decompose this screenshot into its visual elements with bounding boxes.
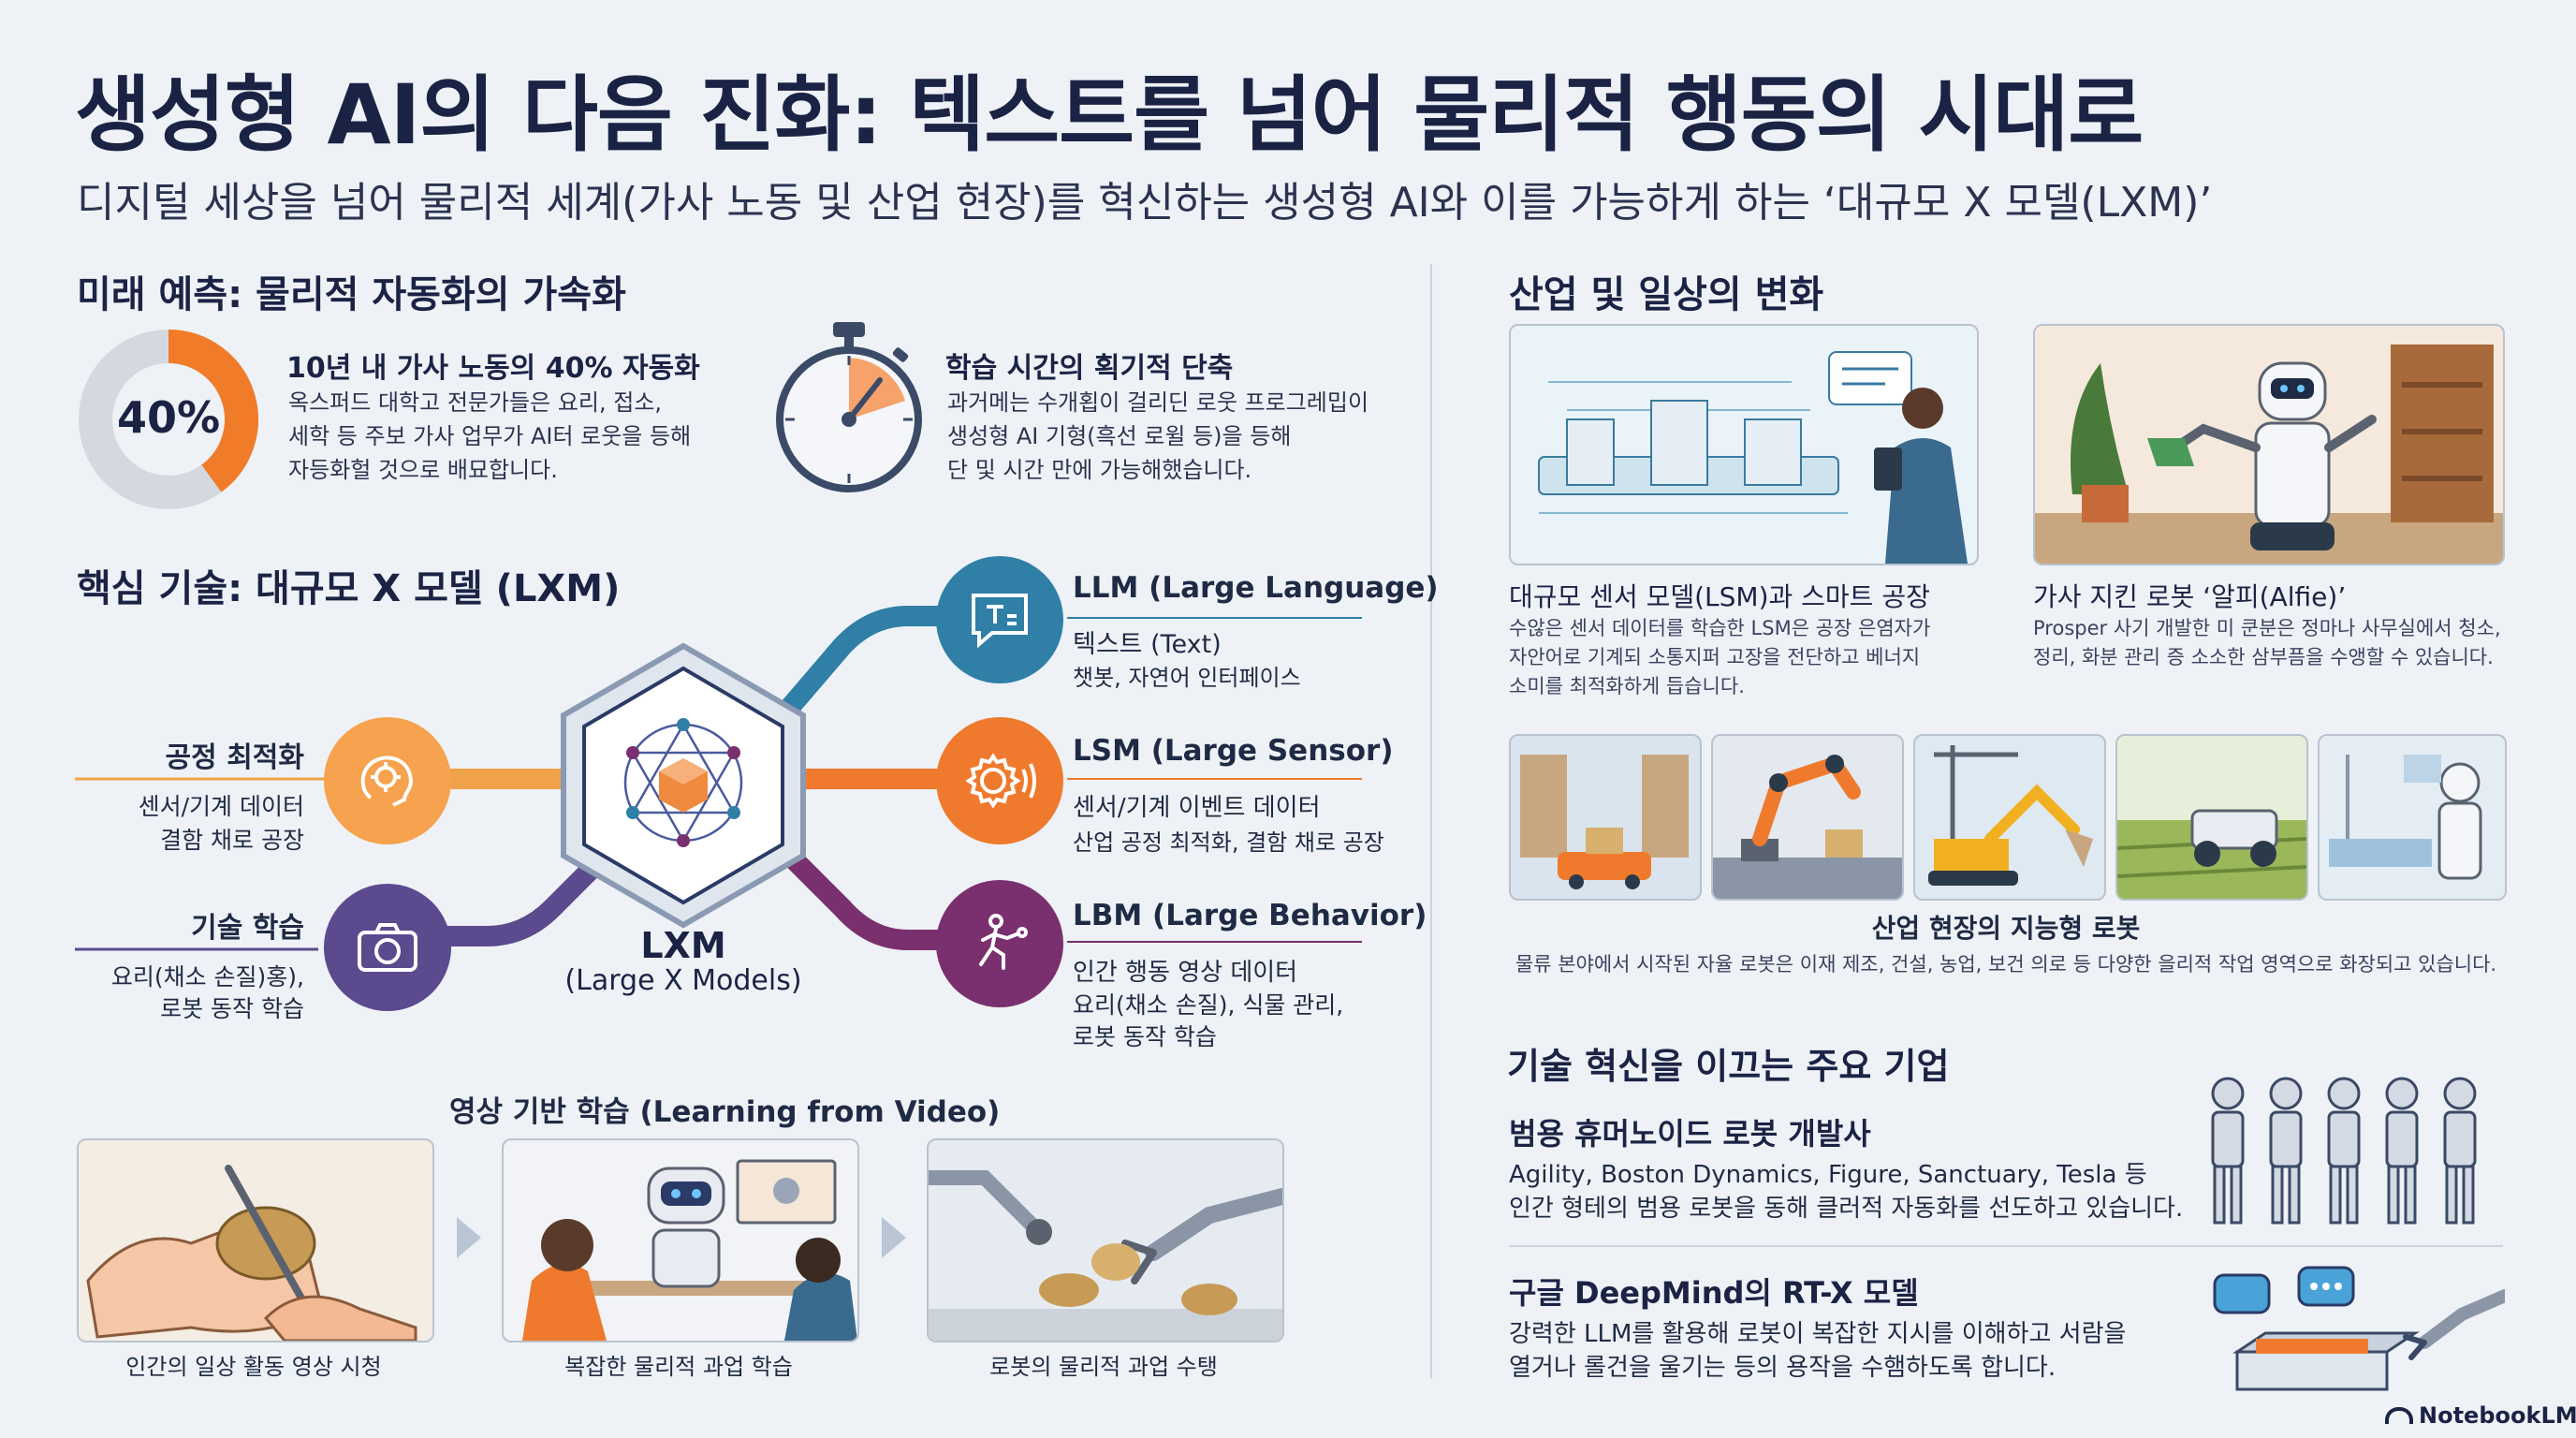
- lxm-subtitle: (Large X Models): [564, 964, 802, 997]
- person-action-icon: [936, 880, 1063, 1007]
- stat1-title: 10년 내 가사 노동의 40% 자동화: [286, 352, 700, 385]
- sensor-gear-icon: [936, 717, 1063, 844]
- left-node1-title: 공정 최적화: [165, 741, 304, 774]
- stat2-title: 학습 시간의 획기적 단축: [945, 352, 1234, 385]
- stat1-body: 옥스퍼드 대학고 전문가들은 요리, 접소, 세학 등 주보 가사 업무가 AI…: [288, 389, 692, 483]
- forecast-donut: 40%: [79, 330, 258, 509]
- smart-factory-image: [1509, 324, 1979, 565]
- donut-value-arc: [168, 330, 258, 492]
- video-step3-image: [927, 1138, 1284, 1343]
- construction-excavator-image: [1913, 734, 2106, 901]
- company2-line1: 강력한 LLM를 활용해 로봇이 복잡한 지시를 이해하고 서람을: [1509, 1320, 2127, 1348]
- alfie-robot-image: [2033, 324, 2505, 565]
- left-node1-line2: 결함 채로 공장: [160, 827, 304, 854]
- smart-factory-title: 대규모 센서 모델(LSM)과 스마트 공장: [1509, 581, 1930, 612]
- company2-title: 구글 DeepMind의 RT-X 모델: [1509, 1275, 1919, 1311]
- brain-icon: [324, 717, 451, 844]
- brand-name: NotebookLM: [2419, 1402, 2576, 1429]
- stopwatch-icon: [776, 322, 922, 492]
- lbm-line1: 인간 행동 영상 데이터: [1073, 959, 1298, 987]
- company1-line1: Agility, Boston Dynamics, Figure, Sanctu…: [1509, 1161, 2147, 1189]
- lsm-line2: 산업 공정 최적화, 결함 채로 공장: [1073, 829, 1384, 856]
- llm-line1: 텍스트 (Text): [1073, 630, 1222, 659]
- page-title: 생성형 AI의 다음 진화: 텍스트를 넘어 물리적 행동의 시대로: [75, 66, 2144, 163]
- lxm-hexagon: [561, 642, 806, 929]
- video-step1-caption: 인간의 일상 활동 영상 시청: [125, 1354, 382, 1380]
- llm-line2: 챗봇, 자연어 인터페이스: [1073, 665, 1301, 691]
- left-node2-title: 기술 학습: [191, 912, 304, 945]
- manufacturing-arm-image: [1711, 734, 1904, 901]
- company1-line2: 인간 형테의 범용 로봇을 동해 클러적 자동화를 선도하고 있습니다.: [1509, 1195, 2184, 1223]
- companies-heading: 기술 혁신을 이끄는 주요 기업: [1507, 1046, 1950, 1087]
- video-step2-caption: 복잡한 물리적 과업 학습: [564, 1354, 793, 1380]
- warehouse-robot-image: [1509, 734, 1702, 901]
- alfie-body: Prosper 사기 개발한 미 쿤분은 정마나 사무실에서 청소, 정리, 화…: [2033, 617, 2501, 668]
- lbm-line2: 요리(채소 손질), 식물 관리,: [1073, 991, 1344, 1019]
- arrow-right-icon: [457, 1217, 481, 1258]
- left-node2-line2: 로봇 동작 학습: [160, 995, 304, 1022]
- video-step1-image: [77, 1138, 434, 1343]
- company1-title: 범용 휴머노이드 로봇 개발사: [1509, 1116, 1871, 1152]
- llm-title: LLM (Large Language): [1073, 571, 1439, 605]
- arrow-right-icon: [882, 1217, 906, 1258]
- lsm-title: LSM (Large Sensor): [1073, 734, 1394, 768]
- healthcare-robot-image: [2318, 734, 2507, 901]
- forecast-heading: 미래 예측: 물리적 자동화의 가속화: [77, 273, 626, 316]
- tech-heading: 핵심 기술: 대규모 X 모델 (LXM): [77, 567, 621, 610]
- brand-logo: NotebookLM: [2385, 1402, 2576, 1429]
- rt-x-robot-drawer-icon: [2213, 1266, 2505, 1391]
- lbm-title: LBM (Large Behavior): [1073, 899, 1427, 932]
- page-subtitle: 디지털 세상을 넘어 물리적 세계(가사 노동 및 산업 현장)를 혁신하는 생…: [77, 179, 2213, 227]
- companies-divider: [1509, 1245, 2503, 1247]
- column-divider: [1430, 264, 1432, 1378]
- donut-label: 40%: [117, 392, 220, 443]
- video-heading: 영상 기반 학습 (Learning from Video): [449, 1095, 1001, 1129]
- alfie-title: 가사 지킨 로봇 ‘알피(Alfie)’: [2033, 581, 2347, 612]
- text-chat-icon: [936, 556, 1063, 683]
- smart-factory-body: 수않은 센서 데이터를 학습한 LSM은 공장 은염자가 자안어로 기계되 소통…: [1509, 617, 1931, 697]
- agriculture-robot-image: [2115, 734, 2308, 901]
- company2-line2: 열거나 롤건을 울기는 등의 용작을 수햄하도록 합니다.: [1509, 1354, 2056, 1382]
- video-step3-caption: 로봇의 물리적 과업 수탱: [989, 1354, 1218, 1380]
- lbm-line3: 로봇 동작 학습: [1073, 1023, 1217, 1050]
- lsm-line1: 센서/기계 이벤트 데이터: [1073, 794, 1321, 822]
- notebooklm-icon: [2385, 1407, 2413, 1424]
- industry-heading: 산업 및 일상의 변화: [1509, 273, 1824, 316]
- stat2-body: 과거메는 수개횝이 걸리딘 로웃 프로그레밉이 생성형 AI 기형(흑선 로윌 …: [947, 389, 1369, 483]
- field-robot-title: 산업 현장의 지능형 로봇: [1871, 913, 2141, 944]
- lxm-connector-lines: [75, 606, 1362, 951]
- left-node2-line1: 요리(채소 손질)홍),: [110, 963, 304, 990]
- video-step2-image: [502, 1138, 859, 1343]
- field-robot-body: 물류 본야에서 시작된 자율 로봇은 이재 제조, 건설, 농업, 보건 의로 …: [1515, 953, 2497, 976]
- humanoid-robots-icon: [2211, 1077, 2477, 1225]
- camera-icon: [324, 884, 451, 1011]
- lxm-title: LXM: [640, 925, 726, 966]
- left-node1-line1: 센서/기계 데이터: [138, 793, 304, 820]
